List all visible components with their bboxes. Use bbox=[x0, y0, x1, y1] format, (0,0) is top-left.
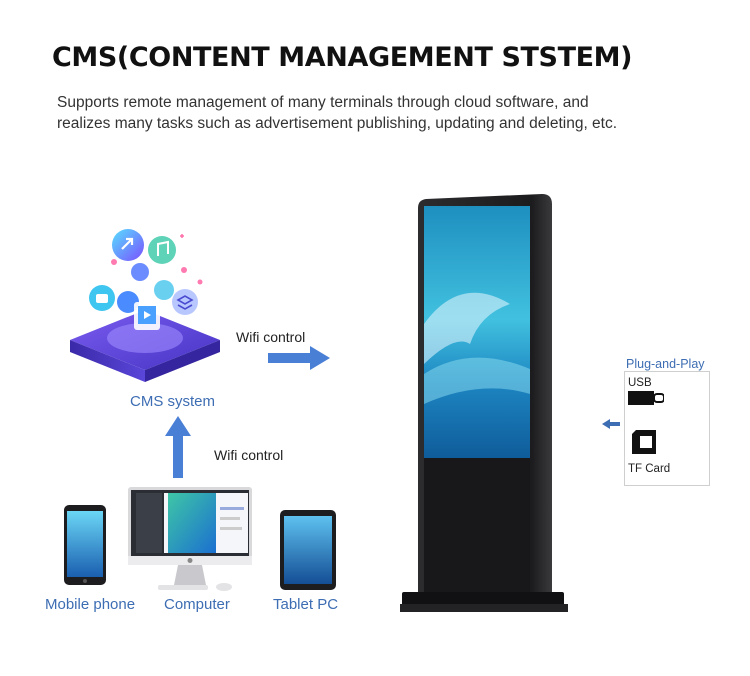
description-text: Supports remote management of many termi… bbox=[57, 94, 618, 132]
tablet-label: Tablet PC bbox=[273, 596, 339, 613]
mobile-phone-image bbox=[64, 505, 106, 585]
tf-card-label: TF Card bbox=[628, 463, 671, 475]
mobile-phone-label: Mobile phone bbox=[45, 596, 136, 613]
sd-card-icon bbox=[632, 430, 656, 454]
music-icon bbox=[148, 236, 176, 264]
wifi-control-label-right: Wifi control bbox=[236, 329, 306, 345]
right-arrow-icon bbox=[268, 346, 330, 370]
share-icon bbox=[112, 229, 144, 261]
computer-label: Computer bbox=[164, 596, 230, 613]
video-icon bbox=[134, 302, 160, 330]
computer-image bbox=[128, 487, 252, 591]
tablet-image bbox=[280, 510, 336, 590]
layers-icon bbox=[172, 289, 198, 315]
kiosk-display-image bbox=[400, 194, 568, 612]
camera-icon bbox=[89, 285, 115, 311]
cms-illustration bbox=[70, 229, 220, 382]
page-title: CMS(CONTENT MANAGEMENT STSTEM) bbox=[52, 42, 633, 73]
usb-drive-icon bbox=[628, 391, 664, 405]
up-arrow-icon bbox=[165, 416, 191, 478]
usb-label: USB bbox=[628, 377, 652, 389]
plug-and-play-title: Plug-and-Play bbox=[626, 357, 705, 371]
cms-system-label: CMS system bbox=[130, 393, 216, 410]
wifi-control-label-up: Wifi control bbox=[214, 447, 284, 463]
left-arrow-icon bbox=[602, 419, 620, 429]
plug-and-play-box bbox=[624, 371, 710, 486]
